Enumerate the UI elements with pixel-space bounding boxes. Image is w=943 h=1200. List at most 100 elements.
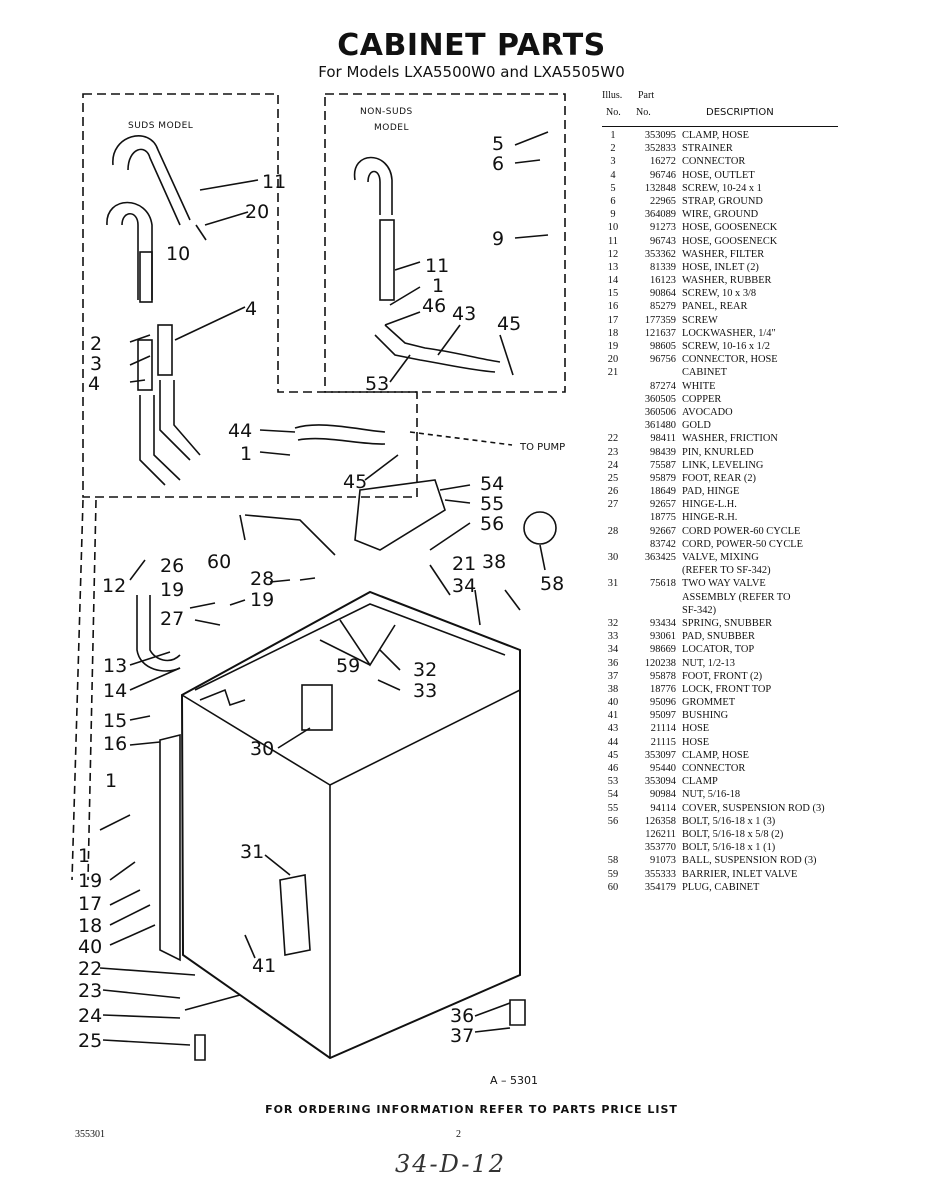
illus-no: 23 [607,446,619,458]
callout: 22 [78,958,102,980]
callout: 4 [245,298,257,320]
illus-no: 54 [607,789,619,801]
header-no-illus: No. [606,107,621,118]
description: LOCKWASHER, 1/4" [682,327,776,339]
callout: 5 [492,133,504,155]
illus-no: 2 [610,143,616,155]
callout: 45 [343,471,367,493]
illus-no [602,591,624,604]
description: BARRIER, INLET VALVE [682,868,798,880]
description: (REFER TO SF-342) [682,565,771,577]
illus-no: 13 [607,261,619,273]
description: NUT, 5/16-18 [682,789,741,801]
part-no: 353362 [644,248,676,260]
part-no: 96756 [650,354,676,366]
two-way-valve [279,874,311,956]
illus-no: 31 [607,578,619,590]
nonsuds-model-label-2: MODEL [374,123,409,133]
cabinet-outline [180,590,521,1060]
callout: 59 [336,655,360,677]
callout: 6 [492,153,504,175]
part-no: 75587 [650,459,676,471]
part-no: 363425 [644,552,676,563]
illus-no: 16 [607,301,619,313]
description: SF-342) [682,604,717,616]
illus-no: 22 [607,433,619,445]
suds-model-label: SUDS MODEL [128,121,193,131]
callout: 25 [78,1030,102,1052]
description: CORD POWER-60 CYCLE [682,525,801,537]
parts-list-header: Illus. Part No. No. DESCRIPTION [602,90,838,127]
illus-no: 59 [607,868,619,880]
part-no: 360506 [644,406,676,418]
header-part: Part [638,90,655,101]
callout: 34 [452,575,476,597]
callout: 28 [250,568,274,590]
part-no: 95878 [650,670,676,682]
illus-no: 10 [607,222,619,234]
illus-no: 1 [610,130,616,141]
description: CABINET [682,367,728,379]
illus-no: 58 [607,855,619,867]
part-no: 98411 [650,433,676,445]
description: SCREW, 10 x 3/8 [682,288,757,300]
part-no: 364089 [644,209,676,221]
part-no: 21114 [650,723,676,735]
description: LOCK, FRONT TOP [682,683,772,695]
description: HOSE [682,723,710,735]
description: BOLT, 5/16-18 x 1 (1) [682,842,776,854]
part-no [624,366,682,379]
description: BUSHING [682,710,729,722]
callout: 41 [252,955,276,977]
description: BOLT, 5/16-18 x 5/8 (2) [682,828,784,840]
part-no: 126211 [645,828,676,840]
part-no: 18775 [650,512,676,524]
mixing-valve [301,684,333,731]
ordering-info-note: FOR ORDERING INFORMATION REFER TO PARTS … [265,1103,678,1116]
part-no: 98669 [650,644,676,656]
callout: 19 [160,579,184,601]
illus-no [602,564,624,577]
part-no: 92667 [650,525,676,537]
callout: 55 [480,493,504,515]
illus-no: 9 [610,209,616,221]
part-no: 361480 [644,420,676,432]
header-description: DESCRIPTION [706,107,774,118]
description: WASHER, RUBBER [682,275,772,287]
illus-no [602,538,624,551]
part-no: 90864 [650,288,676,300]
part-no: 18649 [650,486,676,498]
description: WASHER, FILTER [682,248,765,260]
table-row: (REFER TO SF-342) [602,564,838,577]
description: CLAMP, HOSE [682,749,749,761]
part-no: 22965 [650,195,676,207]
callout: 1 [105,770,117,792]
callout: 18 [78,915,102,937]
description: PAD, SNUBBER [682,631,755,643]
part-no: 87274 [650,380,676,392]
part-no: 95097 [650,710,676,722]
description: HOSE, GOOSENECK [682,235,778,247]
description: CONNECTOR [682,156,746,168]
illus-no: 43 [607,723,619,735]
description: NUT, 1/2-13 [682,657,735,669]
part-no: 96743 [650,235,676,247]
illus-no [602,828,624,841]
